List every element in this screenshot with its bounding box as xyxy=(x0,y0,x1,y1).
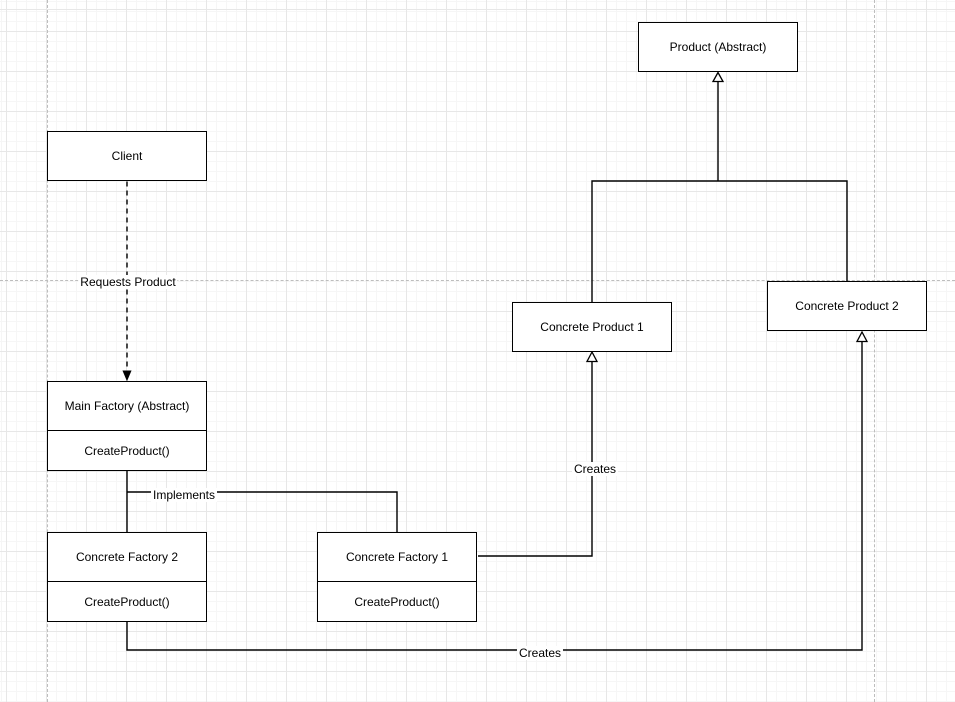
edge-factory2-creates-product2[interactable] xyxy=(126,342,863,651)
node-concrete-product-2[interactable]: Concrete Product 2 xyxy=(767,281,927,331)
node-product-abstract[interactable]: Product (Abstract) xyxy=(638,22,798,72)
class-method: CreateProduct() xyxy=(318,581,476,621)
class-method: CreateProduct() xyxy=(48,430,206,470)
node-concrete-product-1[interactable]: Concrete Product 1 xyxy=(512,302,672,352)
grid-major-vertical-line xyxy=(874,0,875,702)
class-title: Concrete Factory 1 xyxy=(345,550,449,564)
node-concrete-factory-1[interactable]: Concrete Factory 1 CreateProduct() xyxy=(317,532,477,622)
node-client[interactable]: Client xyxy=(47,131,207,181)
grid-major-vertical-line xyxy=(47,0,48,702)
node-label: Concrete Product 2 xyxy=(795,299,899,313)
class-title: Concrete Factory 2 xyxy=(75,550,179,564)
class-title: Main Factory (Abstract) xyxy=(64,399,190,413)
hollow-triangle-arrowhead-icon xyxy=(585,350,599,363)
node-label: Product (Abstract) xyxy=(669,40,767,54)
node-label: Concrete Product 1 xyxy=(540,320,644,334)
hollow-triangle-arrowhead-icon xyxy=(711,71,725,83)
edge-factory1-creates-product1[interactable] xyxy=(478,362,593,557)
edge-label-requests-product: Requests Product xyxy=(78,275,178,289)
edge-label-creates-1: Creates xyxy=(571,462,619,476)
edge-label-creates-2: Creates xyxy=(516,646,564,660)
filled-arrowhead-icon xyxy=(122,370,132,382)
node-concrete-factory-2[interactable]: Concrete Factory 2 CreateProduct() xyxy=(47,532,207,622)
node-main-factory[interactable]: Main Factory (Abstract) CreateProduct() xyxy=(47,381,207,471)
node-label: Client xyxy=(111,149,143,163)
edge-label-implements: Implements xyxy=(150,488,218,502)
class-method: CreateProduct() xyxy=(48,581,206,621)
hollow-triangle-arrowhead-icon xyxy=(855,330,869,343)
grid-major-horizontal-line xyxy=(0,280,955,281)
edge-concrete-products-to-product-abstract[interactable] xyxy=(591,81,848,302)
